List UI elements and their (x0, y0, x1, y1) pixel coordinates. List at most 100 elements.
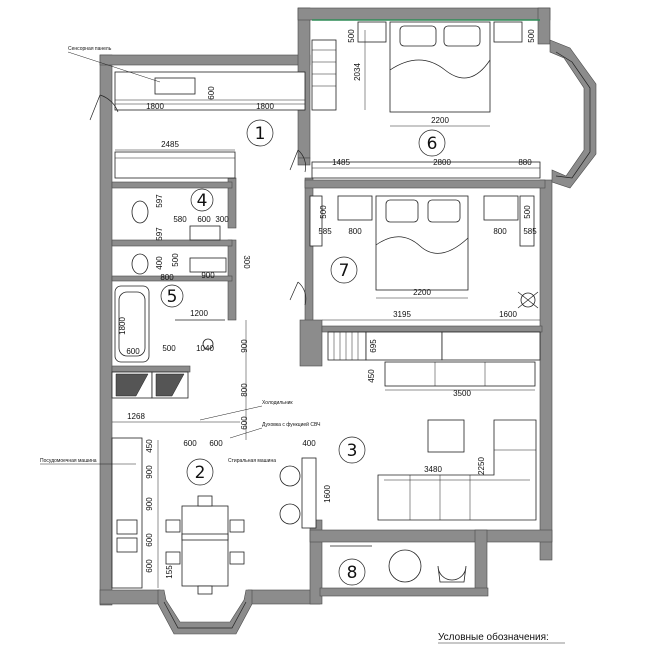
wall-loggia-bottom (319, 587, 489, 597)
dim-label: 1200 (190, 309, 208, 318)
room-number-2: 2 (195, 463, 206, 483)
bar-counter (301, 457, 317, 529)
dim-label: 600 (126, 347, 140, 356)
wall-right-top (537, 7, 551, 45)
entry-door (89, 94, 119, 121)
dim-label: 585 (318, 227, 332, 236)
wall-left (99, 54, 113, 606)
hall-wardrobe (311, 39, 337, 111)
hall-cabinet (114, 71, 306, 111)
room-number-8: 8 (347, 563, 358, 583)
dim-label: 600 (240, 416, 249, 430)
room-number-3: 3 (347, 441, 358, 461)
dining-table (181, 505, 229, 587)
note-fridge: Холодильник (262, 400, 293, 406)
note-sensor-panel: Сенсорная панель (68, 46, 112, 52)
wall-top-bedroom (297, 7, 551, 21)
cabinet-bedroom7 (365, 331, 443, 361)
dim-label: 500 (347, 29, 356, 43)
storage-furniture (327, 331, 541, 387)
wall-bath-top (111, 275, 233, 282)
room-number-6: 6 (427, 134, 438, 154)
dim-label: 600 (145, 559, 154, 573)
bay-window-kitchen (157, 589, 253, 635)
wardrobe-shelves (327, 331, 367, 361)
dim-label: 880 (518, 158, 532, 167)
bar-stool-2 (279, 503, 301, 525)
wall-bottom-left (99, 589, 161, 605)
dim-label: 1600 (499, 310, 517, 319)
annotations: Сенсорная панель Холодильник Духовка с ф… (40, 46, 320, 465)
room-number-5: 5 (167, 287, 178, 307)
wall-top-left (99, 54, 311, 66)
hallway-furniture (89, 39, 337, 179)
sink-wc (189, 225, 221, 241)
dim-label: 450 (367, 369, 376, 383)
dim-label: 800 (160, 273, 174, 282)
wall-wardrobe-top (321, 325, 543, 333)
dim-label: 500 (523, 205, 532, 219)
loggia-furniture (330, 545, 467, 583)
wall-column (299, 319, 323, 367)
dim-label: 1485 (332, 158, 350, 167)
wall-loggia-right (474, 529, 488, 591)
dim-label: 400 (302, 439, 316, 448)
dim-label: 155 (165, 565, 174, 579)
note-oven: Духовка с функцией СВЧ (262, 421, 320, 428)
dim-label: 900 (201, 271, 215, 280)
dim-label: 800 (493, 227, 507, 236)
bathroom-furniture (114, 200, 227, 363)
dimension-labels: 1800 600 1800 2485 597 580 600 300 597 4… (118, 29, 537, 579)
nightstand-left-2 (337, 195, 373, 221)
chair-4 (229, 551, 245, 565)
note-washer: Стиральная машина (228, 458, 276, 464)
room-number-1: 1 (255, 124, 266, 144)
dim-label: 580 (173, 215, 187, 224)
wall-bottom-mid (247, 589, 321, 605)
dim-label: 2200 (413, 288, 431, 297)
tv-unit (384, 361, 536, 387)
floor-drain (202, 338, 214, 350)
dim-label: 500 (171, 253, 180, 267)
loggia-armchair (437, 565, 467, 583)
inner-walls (111, 157, 546, 373)
dim-label: 2034 (353, 63, 362, 81)
room-number-4: 4 (197, 191, 208, 211)
dim-label: 3195 (393, 310, 411, 319)
chair-5 (197, 495, 213, 507)
dim-label: 500 (319, 205, 328, 219)
wardrobe-bedroom6 (311, 161, 541, 179)
nightstand-right-2 (483, 195, 519, 221)
wall-right (539, 179, 553, 561)
hall-shoe-cabinet (114, 151, 236, 179)
corner-sofa (377, 419, 537, 521)
dim-label: 1800 (146, 102, 164, 111)
dim-label: 500 (162, 344, 176, 353)
dim-label: 900 (145, 465, 154, 479)
dim-label: 2800 (433, 158, 451, 167)
dim-label: 450 (145, 439, 154, 453)
wall-wc-bottom (111, 239, 233, 247)
wall-bath-bottom (111, 365, 191, 373)
dim-label: 1600 (323, 485, 332, 503)
dim-label: 3480 (424, 465, 442, 474)
stove-1 (116, 519, 138, 535)
dim-label: 900 (145, 497, 154, 511)
dim-label: 300 (215, 215, 229, 224)
nightstand-left-1 (357, 21, 387, 43)
dim-label: 800 (240, 383, 249, 397)
dim-label: 800 (348, 227, 362, 236)
kitchen-furniture (111, 371, 317, 595)
dim-label: 600 (183, 439, 197, 448)
dim-label: 500 (527, 29, 536, 43)
bay-window-bedroom (549, 39, 597, 189)
dim-label: 3500 (453, 389, 471, 398)
kitchen-counter (111, 437, 143, 589)
dim-label: 1040 (196, 344, 214, 353)
coffee-table (427, 419, 465, 453)
living-room-furniture (377, 419, 537, 521)
loggia-table (388, 549, 422, 583)
nightstand-right-1 (493, 21, 523, 43)
sensor-panel (154, 77, 196, 95)
